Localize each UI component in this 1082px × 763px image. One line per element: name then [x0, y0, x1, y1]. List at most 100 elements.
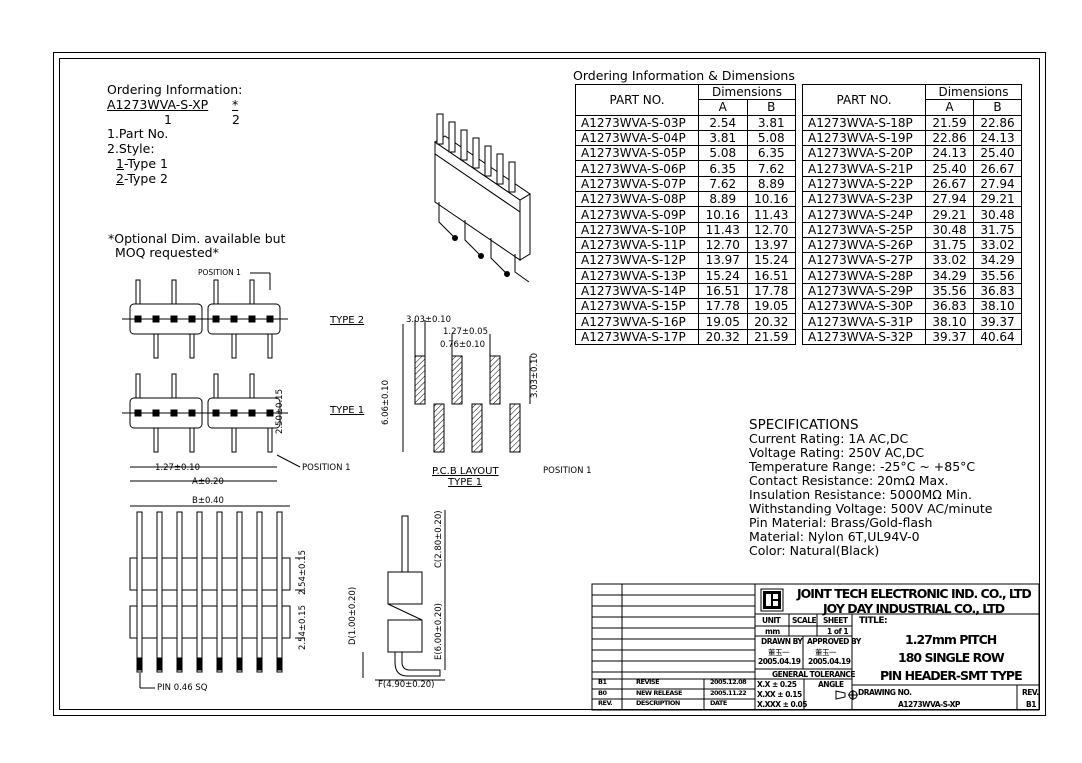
part-number-cell: A1273WVA-S-26P	[802, 236, 926, 254]
dim-254-a: 2.54±0.15	[298, 550, 308, 595]
side-view-drawing	[362, 510, 446, 681]
dim-a-cell: 25.40	[925, 160, 974, 177]
spec-line: Temperature Range: -25°C ~ +85°C	[749, 459, 976, 474]
dim-a-cell: 34.29	[925, 267, 974, 284]
part-number-cell: A1273WVA-S-10P	[575, 221, 699, 238]
part-number-cell: A1273WVA-S-07P	[575, 175, 699, 193]
spec-line: Voltage Rating: 250V AC,DC	[749, 445, 925, 460]
type-2-label: TYPE 2	[330, 315, 365, 326]
drawing-no-label: DRAWING NO.	[858, 688, 912, 697]
part-number-cell: A1273WVA-S-03P	[575, 114, 699, 131]
pcb-dim-076: 0.76±0.10	[440, 340, 485, 350]
front-pin	[136, 511, 143, 673]
part-number-cell: A1273WVA-S-04P	[575, 129, 699, 147]
part-number-cell: A1273WVA-S-30P	[802, 298, 926, 315]
dim-a-cell: 29.21	[925, 206, 974, 223]
dim-lines-a	[130, 454, 301, 482]
dim-b-cell: 24.13	[973, 129, 1022, 147]
part-number-cell: A1273WVA-S-29P	[802, 282, 926, 300]
spec-line: Contact Resistance: 20mΩ Max.	[749, 473, 949, 488]
approved-by-name: 董玉一	[815, 648, 837, 657]
front-pin	[176, 511, 183, 673]
pcb-dim-303-top: 3.03±0.10	[406, 315, 451, 325]
dim-a-cell: 26.67	[925, 175, 974, 193]
dim-a-cell: 2.54	[698, 114, 748, 131]
pin-size-label: PIN 0.46 SQ	[157, 683, 208, 693]
front-pin	[256, 511, 263, 673]
pin-mark	[135, 279, 141, 305]
pin-mark	[153, 333, 159, 359]
side-dim-d: D(1.00±0.20)	[348, 586, 358, 645]
drawing-inner-frame	[59, 58, 1040, 710]
pin-mark	[171, 373, 177, 399]
ordering-item-style: 2.Style:	[107, 141, 155, 156]
type-1-label: TYPE 1	[330, 405, 365, 416]
dim-a-cell: 27.94	[925, 191, 974, 208]
part-number-cell: A1273WVA-S-22P	[802, 175, 926, 193]
dim-b-cell: 7.62	[746, 160, 796, 177]
pcb-layout-drawing	[402, 320, 531, 453]
rev-label: REV.	[1022, 688, 1039, 697]
rev-code-cell: B1	[598, 678, 607, 686]
dim-a-cell: 7.62	[698, 175, 748, 193]
part-number-cell: A1273WVA-S-15P	[575, 298, 699, 315]
rev-description-cell: DESCRIPTION	[636, 699, 680, 707]
front-pin-tip	[196, 657, 203, 671]
pin-mark	[267, 427, 273, 453]
dim-254-b: 2.54±0.15	[298, 605, 308, 650]
part-number-cell: A1273WVA-S-09P	[575, 206, 699, 223]
front-view-drawing	[129, 505, 305, 689]
spec-line: Pin Material: Brass/Gold-flash	[749, 515, 933, 530]
company-name-1: JOINT TECH ELECTRONIC IND. CO., LTD	[797, 586, 1032, 601]
header-dimensions: Dimensions	[698, 83, 796, 101]
dim-a-cell: 35.56	[925, 282, 974, 300]
part-number-cell: A1273WVA-S-18P	[802, 114, 926, 131]
unit-value: mm	[765, 627, 780, 636]
pin-mark	[231, 427, 237, 453]
dim-b-cell: 31.75	[973, 221, 1022, 238]
angle-label: ANGLE	[818, 680, 844, 689]
drawing-title-3: PIN HEADER-SMT TYPE	[880, 668, 1023, 683]
drawing-title-2: 180 SINGLE ROW	[898, 650, 1005, 665]
header-b: B	[973, 99, 1022, 116]
part-number-cell: A1273WVA-S-06P	[575, 160, 699, 177]
spec-line: Insulation Resistance: 5000MΩ Min.	[749, 487, 972, 502]
dim-a-cell: 33.02	[925, 252, 974, 269]
part-number-cell: A1273WVA-S-11P	[575, 236, 699, 254]
dim-a-cell: 5.08	[698, 145, 748, 162]
part-number-cell: A1273WVA-S-31P	[802, 313, 926, 330]
spec-line: Material: Nylon 6T,UL94V-0	[749, 529, 920, 544]
part-number-cell: A1273WVA-S-05P	[575, 145, 699, 162]
dim-b-cell: 5.08	[746, 129, 796, 147]
scale-label: SCALE	[792, 616, 817, 625]
rev-value: B1	[1026, 700, 1036, 709]
side-dim-e: E(6.00±0.20)	[434, 603, 444, 660]
drawing-outer-frame	[53, 52, 1046, 716]
optional-dim-note-1: *Optional Dim. available but	[108, 231, 286, 246]
tolerance-2: X.XX ± 0.15	[757, 690, 802, 699]
front-pin	[276, 511, 283, 673]
side-dim-f: F(4.90±0.20)	[378, 680, 435, 690]
dim-a-cell: 12.70	[698, 236, 748, 254]
part-number-cell: A1273WVA-S-19P	[802, 129, 926, 147]
header-a: A	[698, 99, 748, 116]
dim-b: B±0.40	[192, 496, 224, 506]
pin-header-3d-illustration	[434, 113, 531, 283]
part-number-cell: A1273WVA-S-25P	[802, 221, 926, 238]
dim-a-cell: 20.32	[698, 328, 748, 346]
front-pin-tip	[276, 657, 283, 671]
